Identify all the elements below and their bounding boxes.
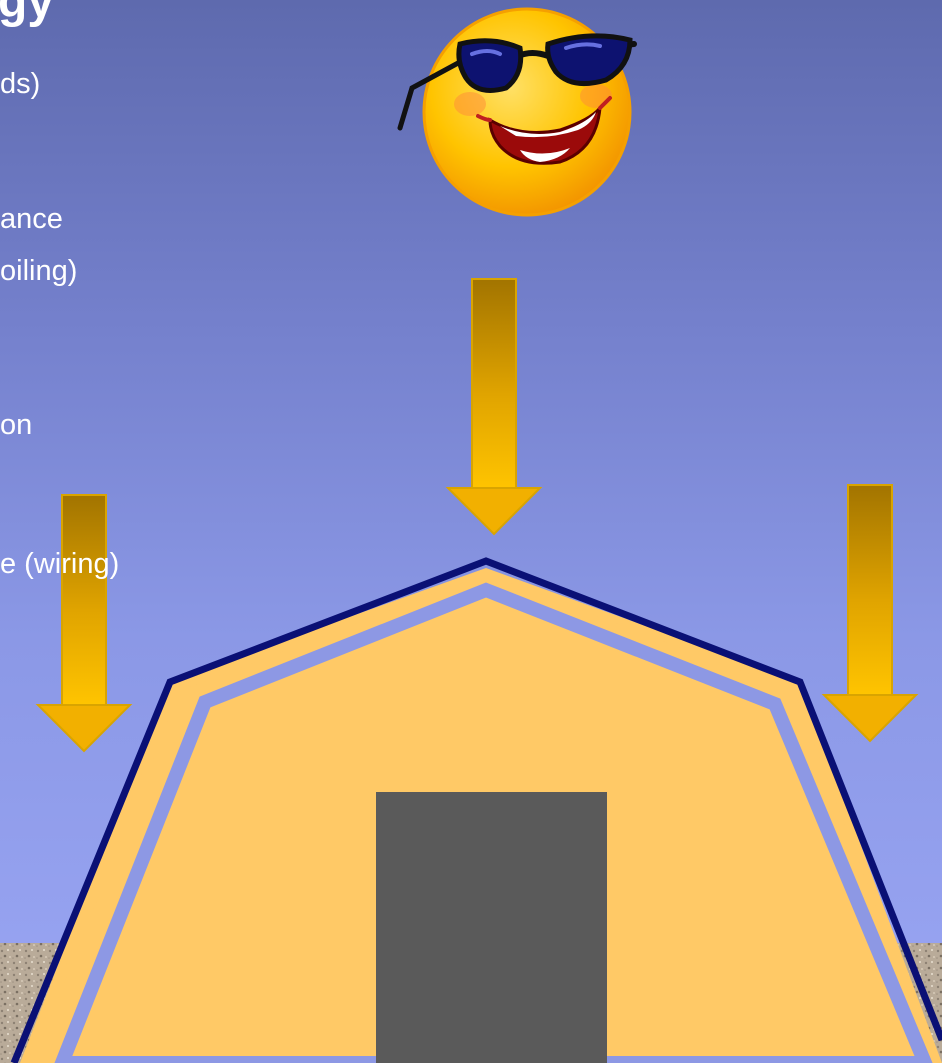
door — [376, 792, 607, 1063]
slide-heading: gy — [0, 0, 56, 26]
solar-arrow-icon — [824, 485, 916, 741]
bullet-text-1: ds) — [0, 70, 40, 99]
solar-arrow-icon — [448, 279, 540, 534]
bullet-text-4: on — [0, 411, 32, 440]
bullet-text-3: oiling) — [0, 257, 77, 286]
bullet-text-5: e (wiring) — [0, 550, 119, 579]
smiling-sun-with-sunglasses-icon — [400, 9, 634, 215]
bullet-text-2: ance — [0, 205, 63, 234]
solar-arrow-icon — [38, 495, 130, 751]
